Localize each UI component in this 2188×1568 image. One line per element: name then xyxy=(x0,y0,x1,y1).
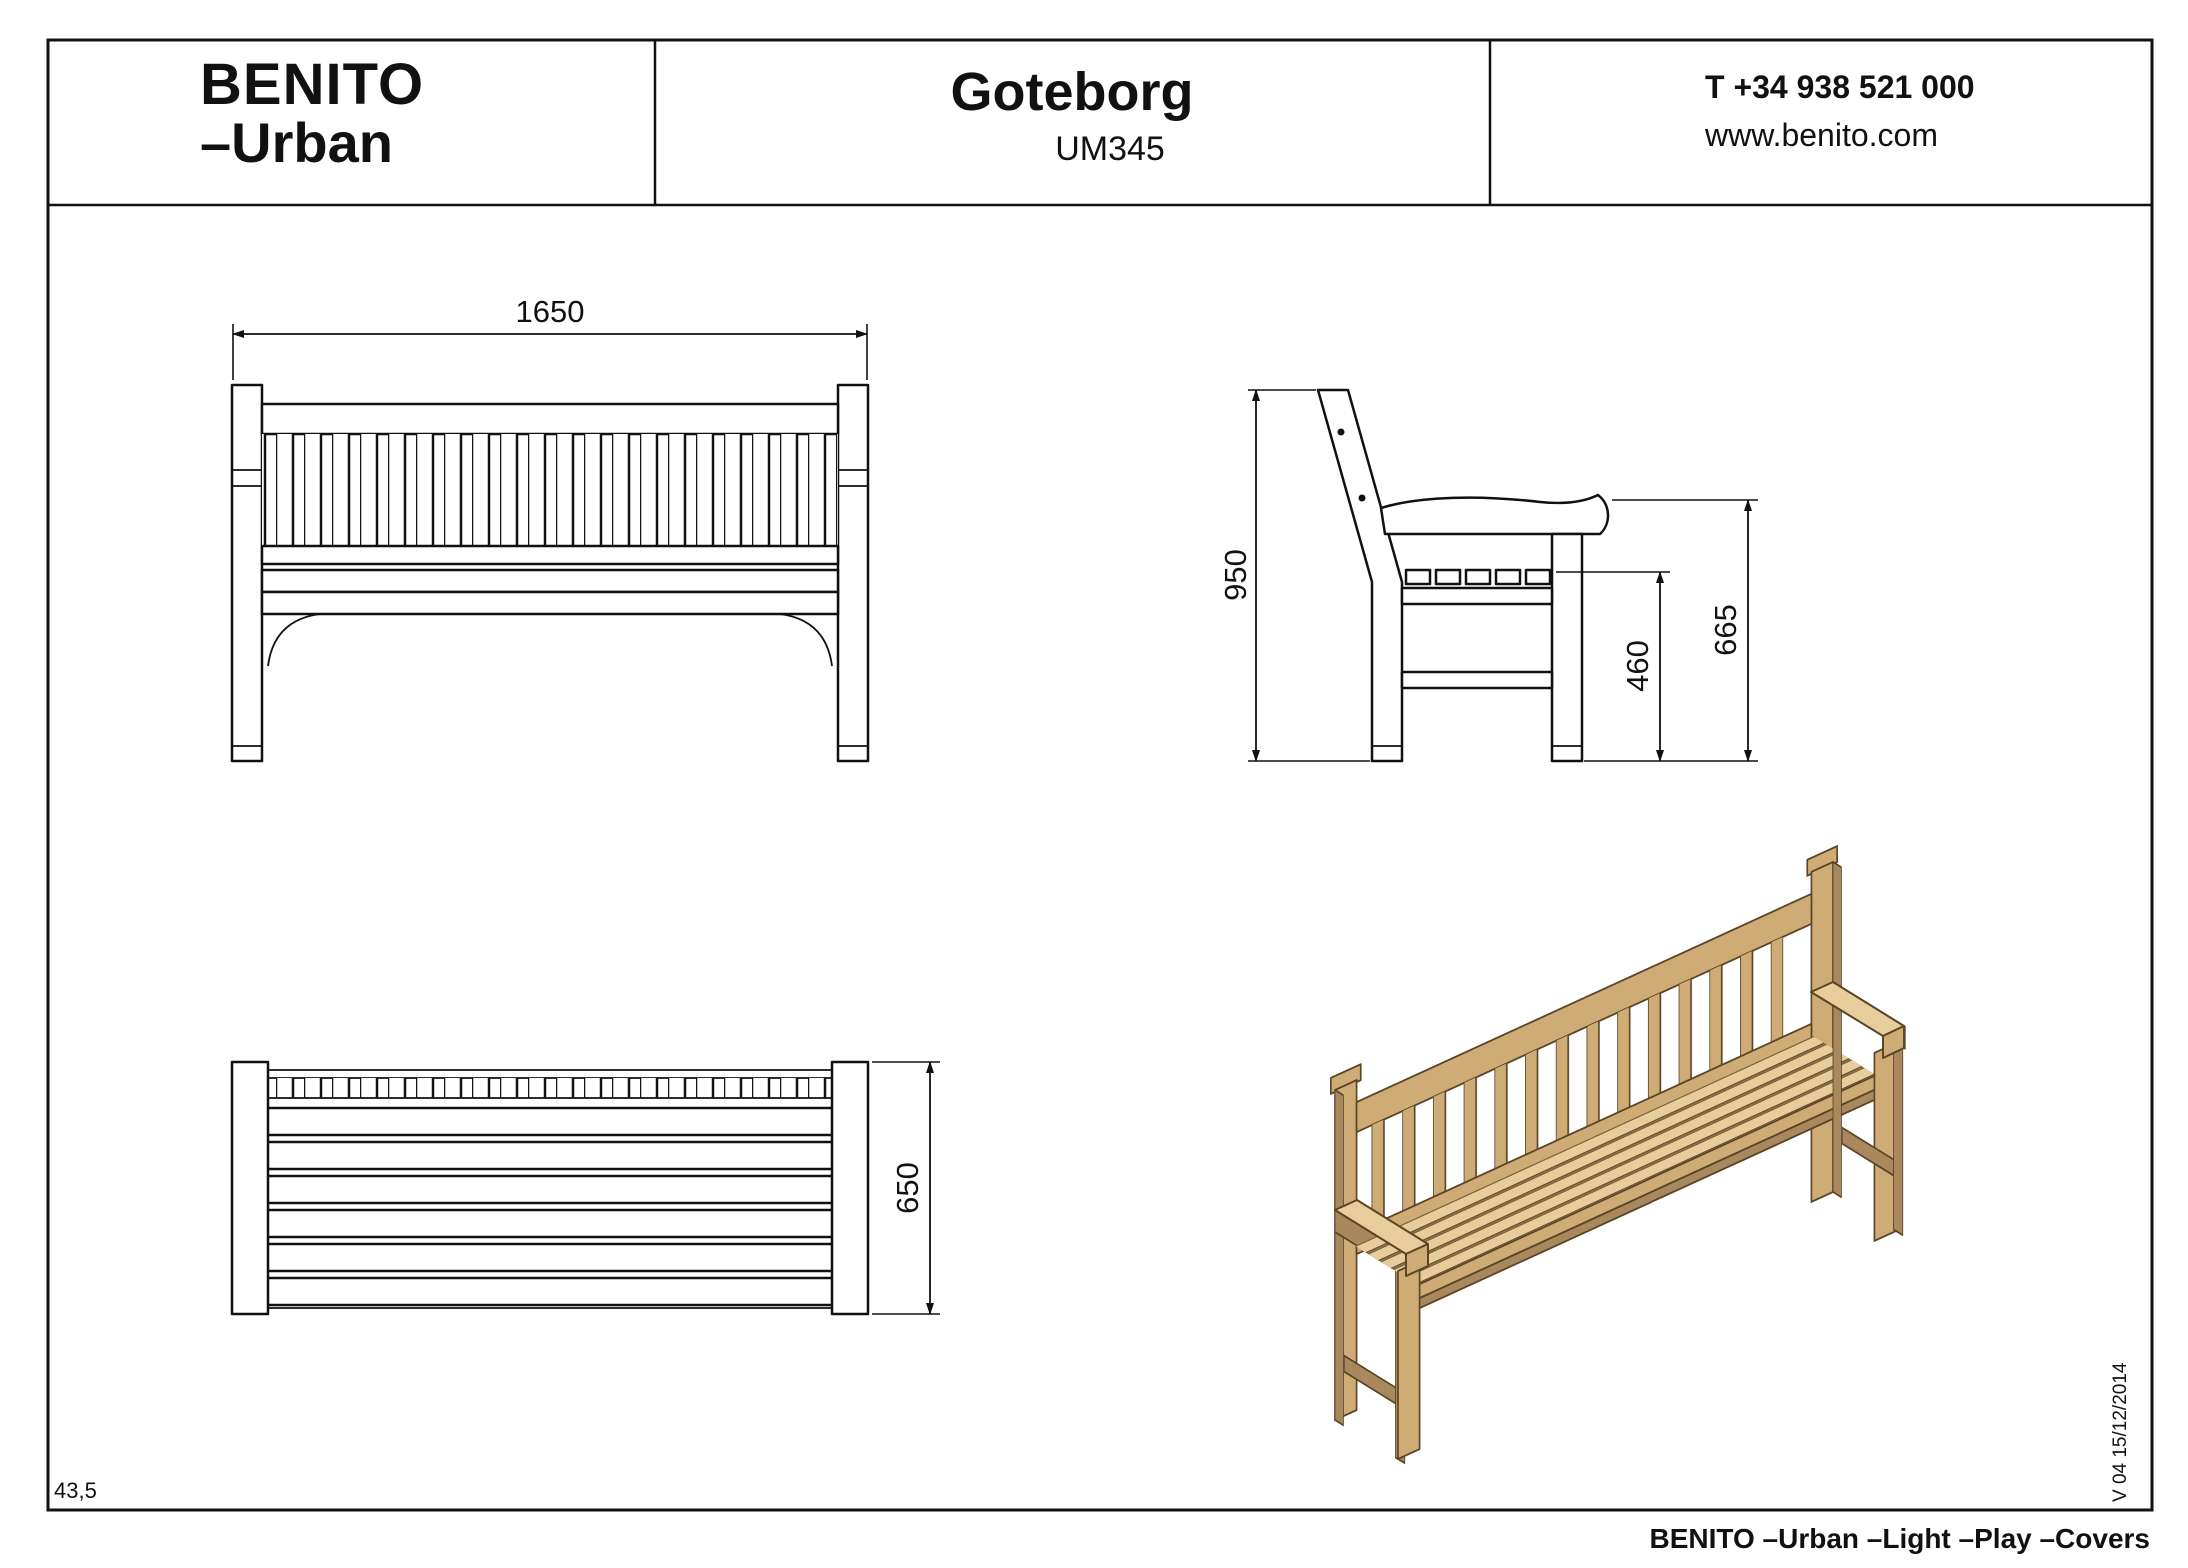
footer-tagline: BENITO –Urban –Light –Play –Covers xyxy=(1649,1523,2150,1554)
backrest-top-rail xyxy=(260,402,840,436)
brand-sub: –Urban xyxy=(200,111,393,174)
left-corbel xyxy=(267,613,321,667)
footer: 43,5 V 04 15/12/2014 BENITO –Urban –Ligh… xyxy=(54,1362,2150,1554)
right-corbel xyxy=(779,613,833,667)
seat-boards-top xyxy=(268,1106,832,1308)
brand-name: BENITO xyxy=(200,52,424,117)
iso-right-rear-post xyxy=(1810,860,1834,1203)
seat-slat-section xyxy=(1494,568,1522,586)
website-url: www.benito.com xyxy=(1704,117,1938,153)
title-block: BENITO –Urban Goteborg UM345 T +34 938 5… xyxy=(46,38,2154,1512)
isometric-view xyxy=(1330,845,1906,1465)
seat-slat-section xyxy=(1404,568,1432,586)
iso-seat-slats xyxy=(1355,1036,1876,1285)
margin-note: 43,5 xyxy=(54,1478,97,1503)
front-right-post xyxy=(836,383,870,763)
dimension-depth-label: 650 xyxy=(890,1162,925,1214)
top-left-post xyxy=(230,1060,270,1316)
iso-left-stretcher xyxy=(1343,1354,1396,1405)
iso-left-rear-post-side xyxy=(1334,1088,1344,1427)
iso-right-rear-post-side xyxy=(1832,860,1842,1199)
iso-left-armrest-end xyxy=(1405,1243,1429,1277)
top-right-post xyxy=(830,1060,870,1316)
back-post-profile xyxy=(1316,388,1404,763)
dimension-width-label: 1650 xyxy=(516,294,585,329)
armrest-profile xyxy=(1379,493,1610,536)
seat-slat-section xyxy=(1524,568,1552,586)
page-border xyxy=(46,38,2154,1512)
iso-right-armrest-end xyxy=(1882,1025,1905,1059)
backrest-slats-top xyxy=(268,1078,832,1098)
iso-right-front-leg-side xyxy=(1893,1040,1904,1237)
seat-slat-section xyxy=(1464,568,1492,586)
seat-rail xyxy=(1400,586,1554,606)
dimension-total-height-label: 950 xyxy=(1218,549,1253,601)
bolt-dot xyxy=(1358,494,1366,502)
front-left-post xyxy=(230,383,264,763)
iso-front-faces xyxy=(1397,1041,1897,1461)
seat-slat-section xyxy=(1434,568,1462,586)
iso-right-stretcher xyxy=(1841,1126,1894,1177)
side-view: 950 460 665 xyxy=(1218,388,1758,763)
front-apron xyxy=(260,590,840,616)
phone-number: T +34 938 521 000 xyxy=(1705,69,1975,105)
top-view: 650 xyxy=(230,1060,940,1316)
backrest-bottom-rail xyxy=(260,544,840,566)
iso-back-slats xyxy=(1371,936,1784,1226)
iso-left-front-leg xyxy=(1397,1260,1421,1461)
version-note: V 04 15/12/2014 xyxy=(2110,1362,2131,1502)
product-code: UM345 xyxy=(1055,130,1165,168)
seat-front-edge xyxy=(260,568,840,594)
iso-seat xyxy=(1354,1036,1876,1285)
bolt-dot xyxy=(1337,428,1345,436)
iso-right-front-leg xyxy=(1873,1041,1897,1242)
dimension-arm-height-label: 665 xyxy=(1708,604,1743,656)
product-name: Goteborg xyxy=(951,62,1194,122)
front-view: 1650 xyxy=(230,294,870,763)
backrest-slats xyxy=(262,434,838,546)
leg-stretcher xyxy=(1400,670,1554,690)
front-leg-profile xyxy=(1550,532,1584,763)
dimension-seat-height-label: 460 xyxy=(1620,640,1655,692)
